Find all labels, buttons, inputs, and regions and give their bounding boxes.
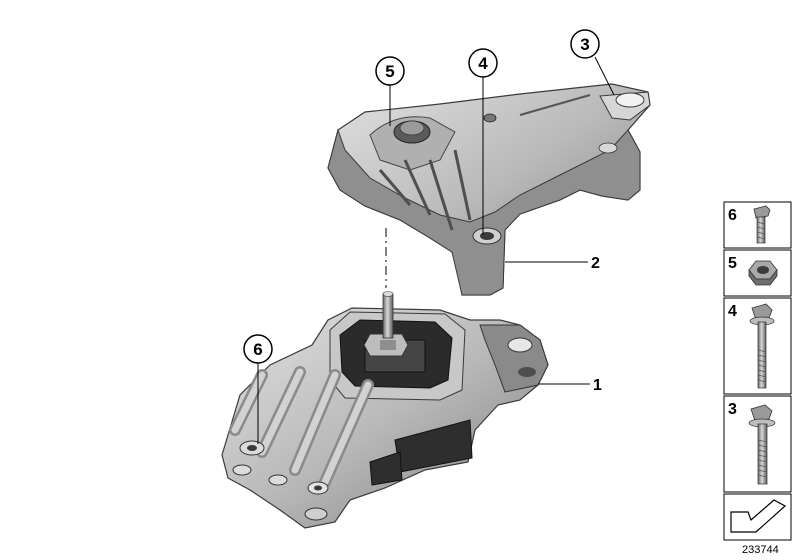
key-row-4: 4 xyxy=(728,303,775,389)
key-label: 5 xyxy=(728,255,737,272)
key-label: 3 xyxy=(728,401,737,418)
direction-arrow-icon xyxy=(730,499,787,533)
callout-label: 6 xyxy=(253,340,262,359)
document-number: 233744 xyxy=(742,544,779,556)
label-part-1: 1 xyxy=(593,377,602,394)
long-bolt-icon xyxy=(749,303,775,389)
callout-part-5: 5 xyxy=(375,56,405,86)
short-bolt-icon xyxy=(753,205,771,244)
key-label: 4 xyxy=(728,303,737,320)
callout-part-6: 6 xyxy=(243,334,273,364)
bracket-part-2 xyxy=(327,83,651,296)
callout-label: 3 xyxy=(580,35,589,54)
callout-label: 5 xyxy=(385,62,394,81)
hex-nut-icon xyxy=(748,260,778,286)
callout-part-3: 3 xyxy=(570,29,600,59)
side-key-panel: 6 5 4 xyxy=(723,201,792,541)
key-row-5: 5 xyxy=(728,255,778,286)
key-row-3: 3 xyxy=(728,401,776,485)
flange-bolt-icon xyxy=(748,404,776,485)
callout-label: 4 xyxy=(478,54,488,73)
engine-mount-part-1 xyxy=(221,291,549,529)
callout-part-4: 4 xyxy=(468,48,498,78)
key-label: 6 xyxy=(728,207,737,224)
leader-lines xyxy=(257,56,615,444)
key-row-6: 6 xyxy=(728,205,771,244)
label-part-2: 2 xyxy=(591,255,600,272)
